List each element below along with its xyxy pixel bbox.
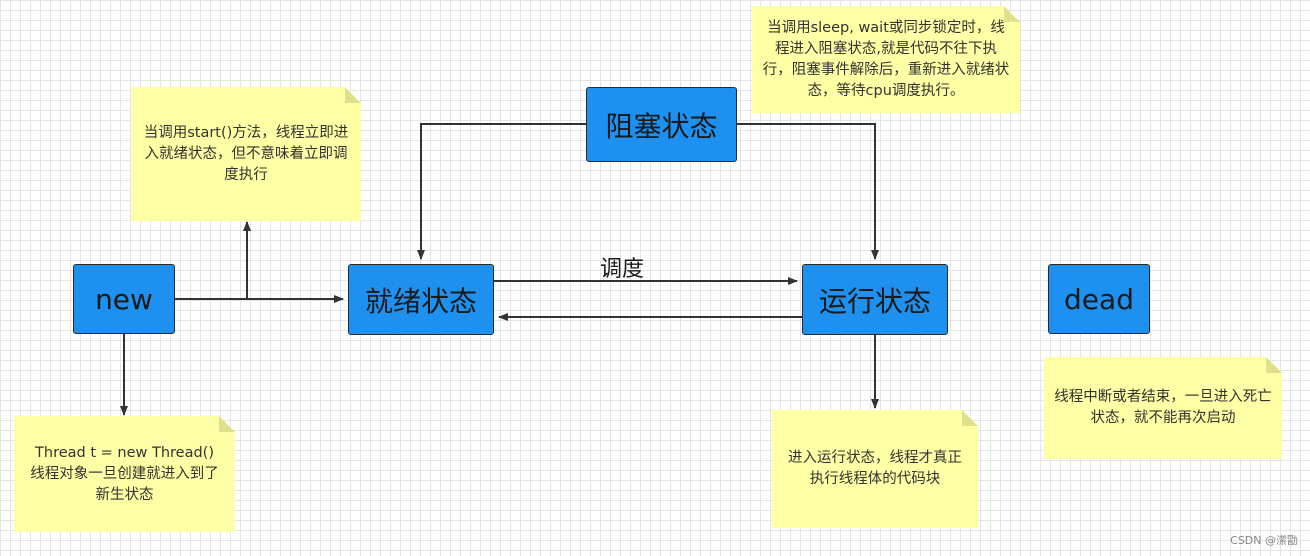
note-create-text: Thread t = new Thread() 线程对象一旦创建就进入到了新生状…: [30, 444, 219, 503]
note-start: 当调用start()方法，线程立即进入就绪状态，但不意味着立即调度执行: [131, 87, 361, 221]
state-ready-label: 就绪状态: [364, 284, 477, 318]
state-running: 运行状态: [802, 264, 948, 335]
arrow-blocked-to-ready: [417, 123, 586, 260]
note-dead: 线程中断或者结束，一旦进入死亡状态，就不能再次启动: [1044, 357, 1282, 459]
state-new: new: [73, 264, 175, 334]
state-new-label: new: [95, 282, 153, 316]
note-blocked: 当调用sleep, wait或同步锁定时，线程进入阻塞状态,就是代码不往下执行，…: [752, 6, 1020, 113]
note-blocked-text: 当调用sleep, wait或同步锁定时，线程进入阻塞状态,就是代码不往下执行，…: [762, 19, 1010, 99]
state-blocked: 阻塞状态: [586, 87, 737, 162]
arrow-blocked-to-running: [736, 123, 879, 260]
note-create: Thread t = new Thread() 线程对象一旦创建就进入到了新生状…: [14, 416, 235, 532]
note-running: 进入运行状态，线程才真正执行线程体的代码块: [772, 410, 978, 528]
state-running-label: 运行状态: [818, 284, 931, 318]
edge-label-schedule: 调度: [600, 257, 645, 282]
note-running-text: 进入运行状态，线程才真正执行线程体的代码块: [788, 450, 962, 487]
state-blocked-label: 阻塞状态: [605, 109, 718, 143]
state-dead-label: dead: [1064, 282, 1134, 316]
state-ready: 就绪状态: [348, 264, 494, 335]
note-dead-text: 线程中断或者结束，一旦进入死亡状态，就不能再次启动: [1054, 389, 1272, 426]
state-dead: dead: [1048, 264, 1150, 334]
watermark: CSDN @潆勖: [1230, 534, 1298, 547]
note-start-text: 当调用start()方法，线程立即进入就绪状态，但不意味着立即调度执行: [143, 124, 349, 183]
